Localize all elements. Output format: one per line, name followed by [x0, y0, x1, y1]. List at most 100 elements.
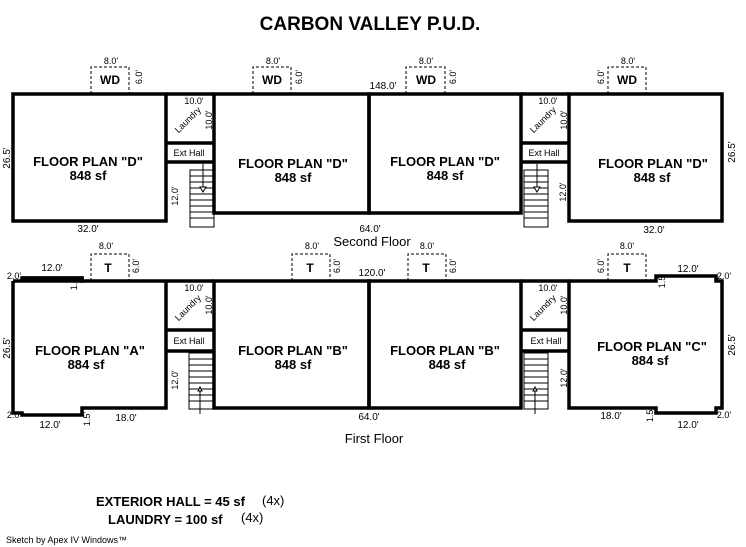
stair-length: 12.0' — [170, 186, 180, 206]
unit-width: 32.0' — [77, 224, 98, 235]
ext-hall-label: Ext Hall — [173, 148, 204, 158]
unit-area: 848 sf — [275, 357, 313, 372]
unit-area: 884 sf — [68, 357, 106, 372]
notch-depth: 2.0' — [7, 410, 22, 420]
closet-depth: 6.0' — [596, 259, 606, 274]
laundry-label: Laundry — [528, 104, 558, 134]
closet-t-3: 8.0' T 6.0' — [407, 241, 458, 281]
core-right: 10.0' 10.0' Laundry Ext Hall 12.0' — [521, 283, 569, 414]
closet-width: 8.0' — [104, 56, 119, 66]
stair-icon — [189, 164, 215, 228]
closet-t-2: 8.0' T 6.0' — [291, 241, 342, 281]
closet-wd-3: 8.0' WD 6.0' — [405, 56, 458, 94]
closet-depth: 6.0' — [332, 259, 342, 274]
side-length: 18.0' — [600, 411, 621, 422]
notch-width: 12.0' — [39, 420, 60, 431]
stair-icon — [523, 352, 549, 414]
closet-depth: 6.0' — [134, 70, 144, 85]
unit-area: 848 sf — [275, 170, 313, 185]
closet-label: WD — [262, 73, 282, 87]
closet-depth: 6.0' — [448, 70, 458, 85]
closet-width: 8.0' — [620, 241, 635, 251]
unit-name: FLOOR PLAN "D" — [390, 154, 500, 169]
center-span: 64.0' — [358, 412, 379, 423]
stair-length: 12.0' — [559, 368, 569, 388]
unit-depth: 26.5' — [2, 337, 13, 358]
stair-length: 12.0' — [170, 370, 180, 390]
ext-hall-label: Ext Hall — [528, 148, 559, 158]
closet-depth: 6.0' — [294, 70, 304, 85]
unit-width: 32.0' — [643, 225, 664, 236]
unit-area: 848 sf — [427, 168, 465, 183]
notch-offset: 1.5' — [69, 276, 79, 291]
floor-label: First Floor — [345, 431, 404, 446]
notch-depth: 2.0' — [717, 410, 732, 420]
notch-width: 12.0' — [677, 264, 698, 275]
unit-area: 884 sf — [632, 353, 670, 368]
closet-t-4: 8.0' T 6.0' — [596, 241, 647, 281]
unit-name: FLOOR PLAN "B" — [390, 343, 500, 358]
stair-icon — [523, 164, 549, 228]
closet-width: 8.0' — [305, 241, 320, 251]
stair-icon — [188, 352, 214, 414]
ext-hall-count: (4x) — [262, 493, 284, 508]
stair-length: 12.0' — [558, 182, 568, 202]
notch-offset: 1.5' — [657, 274, 667, 289]
unit-b-2-outline — [367, 279, 523, 410]
floor-label: Second Floor — [333, 234, 411, 249]
software-credit: Sketch by Apex IV Windows™ — [6, 535, 127, 545]
closet-width: 8.0' — [266, 56, 281, 66]
laundry-label: Laundry — [173, 292, 203, 322]
closet-label: T — [306, 261, 314, 275]
summary: EXTERIOR HALL = 45 sf (4x) LAUNDRY = 100… — [96, 493, 284, 527]
ext-hall-label: Ext Hall — [173, 336, 204, 346]
notch-depth: 2.0' — [717, 271, 732, 281]
closet-width: 8.0' — [419, 56, 434, 66]
unit-depth: 26.5' — [2, 147, 13, 168]
ext-hall-label: Ext Hall — [530, 336, 561, 346]
unit-area: 848 sf — [429, 357, 467, 372]
laundry-count: (4x) — [241, 510, 263, 525]
closet-depth: 6.0' — [448, 259, 458, 274]
unit-name: FLOOR PLAN "B" — [238, 343, 348, 358]
closet-label: T — [104, 261, 112, 275]
laundry-depth: 10.0' — [559, 295, 569, 315]
unit-name: FLOOR PLAN "A" — [35, 343, 145, 358]
laundry-summary: LAUNDRY = 100 sf — [108, 512, 223, 527]
laundry-width: 10.0' — [184, 96, 204, 106]
closet-label: WD — [416, 73, 436, 87]
laundry-width: 10.0' — [538, 96, 558, 106]
unit-area: 848 sf — [70, 168, 108, 183]
notch-width: 12.0' — [677, 420, 698, 431]
core-left: 10.0' 10.0' Laundry Ext Hall 12.0' — [165, 96, 215, 228]
page-title: CARBON VALLEY P.U.D. — [260, 14, 481, 35]
closet-t-1: 8.0' T 6.0' — [90, 241, 141, 281]
closet-label: T — [623, 261, 631, 275]
overall-length: 120.0' — [359, 268, 386, 279]
closet-wd-1: 8.0' WD 6.0' — [90, 56, 144, 94]
unit-name: FLOOR PLAN "D" — [238, 156, 348, 171]
laundry-width: 10.0' — [184, 283, 204, 293]
unit-name: FLOOR PLAN "D" — [33, 154, 143, 169]
laundry-label: Laundry — [528, 292, 558, 322]
notch-width: 12.0' — [41, 263, 62, 274]
laundry-depth: 10.0' — [559, 110, 569, 130]
notch-offset: 1.5' — [82, 412, 92, 427]
closet-depth: 6.0' — [596, 70, 606, 85]
laundry-depth: 10.0' — [204, 295, 214, 315]
closet-label: WD — [100, 73, 120, 87]
closet-label: WD — [617, 73, 637, 87]
laundry-depth: 10.0' — [204, 110, 214, 130]
unit-d-2-outline — [212, 92, 371, 215]
closet-width: 8.0' — [621, 56, 636, 66]
core-left: 10.0' 10.0' Laundry Ext Hall 12.0' — [166, 283, 214, 414]
ext-hall-summary: EXTERIOR HALL = 45 sf — [96, 494, 246, 509]
overall-length: 148.0' — [370, 81, 397, 92]
closet-wd-2: 8.0' WD 6.0' — [252, 56, 304, 94]
unit-depth: 26.5' — [727, 334, 738, 355]
center-span: 64.0' — [359, 224, 380, 235]
notch-depth: 2.0' — [7, 271, 22, 281]
laundry-width: 10.0' — [538, 283, 558, 293]
core-right: 10.0' 10.0' Laundry Ext Hall 12.0' — [521, 96, 569, 228]
